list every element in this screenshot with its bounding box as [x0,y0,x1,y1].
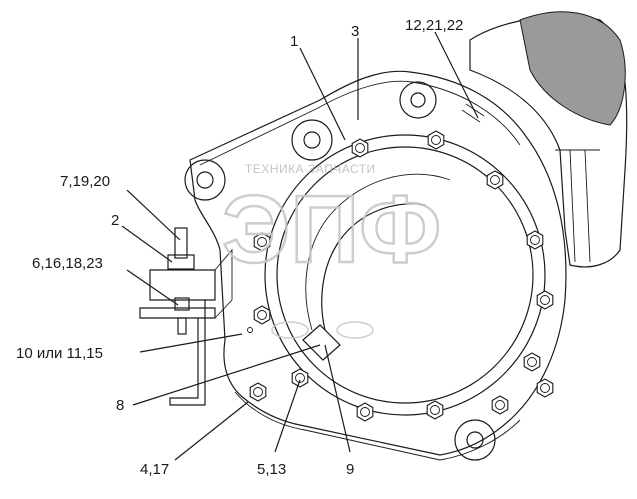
bracket-assembly [139,227,233,406]
callout-labels: 1 3 12,21,22 7,19,20 2 6,16,18,23 10 или… [16,17,463,478]
leader-lines [121,31,479,461]
watermark-text: ТЕХНИКА ЗАПЧАСТИ [245,162,376,176]
bolt-center-10 [295,373,305,383]
bolt-center-5 [540,295,550,305]
bolt-center-3 [490,175,500,185]
rear-housing [469,11,628,268]
watermark: ЭПФ ТЕХНИКА ЗАПЧАСТИ [221,162,442,339]
pin-detail [247,103,485,361]
bolt-center-8 [430,405,440,415]
callout-7-19-20: 7,19,20 [60,173,110,190]
bolt-center-7 [495,400,505,410]
mounting-bosses [184,81,496,461]
bolt-center-14 [540,383,550,393]
watermark-logo: ЭПФ [222,176,441,283]
bolt-center-2 [431,135,441,145]
callout-12-21-22: 12,21,22 [405,17,463,34]
callout-1: 1 [290,33,298,50]
bolt-center-4 [530,235,540,245]
callout-2: 2 [111,212,119,229]
bolt-center-6 [527,357,537,367]
perimeter-bolts [249,130,554,422]
flange-housing [189,70,567,461]
callout-9: 9 [346,461,354,478]
bolt-center-11 [257,310,267,320]
bolt-center-9 [360,407,370,417]
callout-3: 3 [351,23,359,40]
callout-4-17: 4,17 [140,461,169,478]
bolt-center-1 [355,143,365,153]
callout-6-16-18-23: 6,16,18,23 [32,255,103,272]
callout-8: 8 [116,397,124,414]
bolt-center-12 [257,237,267,247]
callout-5-13: 5,13 [257,461,286,478]
callout-10-or-11-15: 10 или 11,15 [16,345,103,362]
bolt-center-13 [253,387,263,397]
